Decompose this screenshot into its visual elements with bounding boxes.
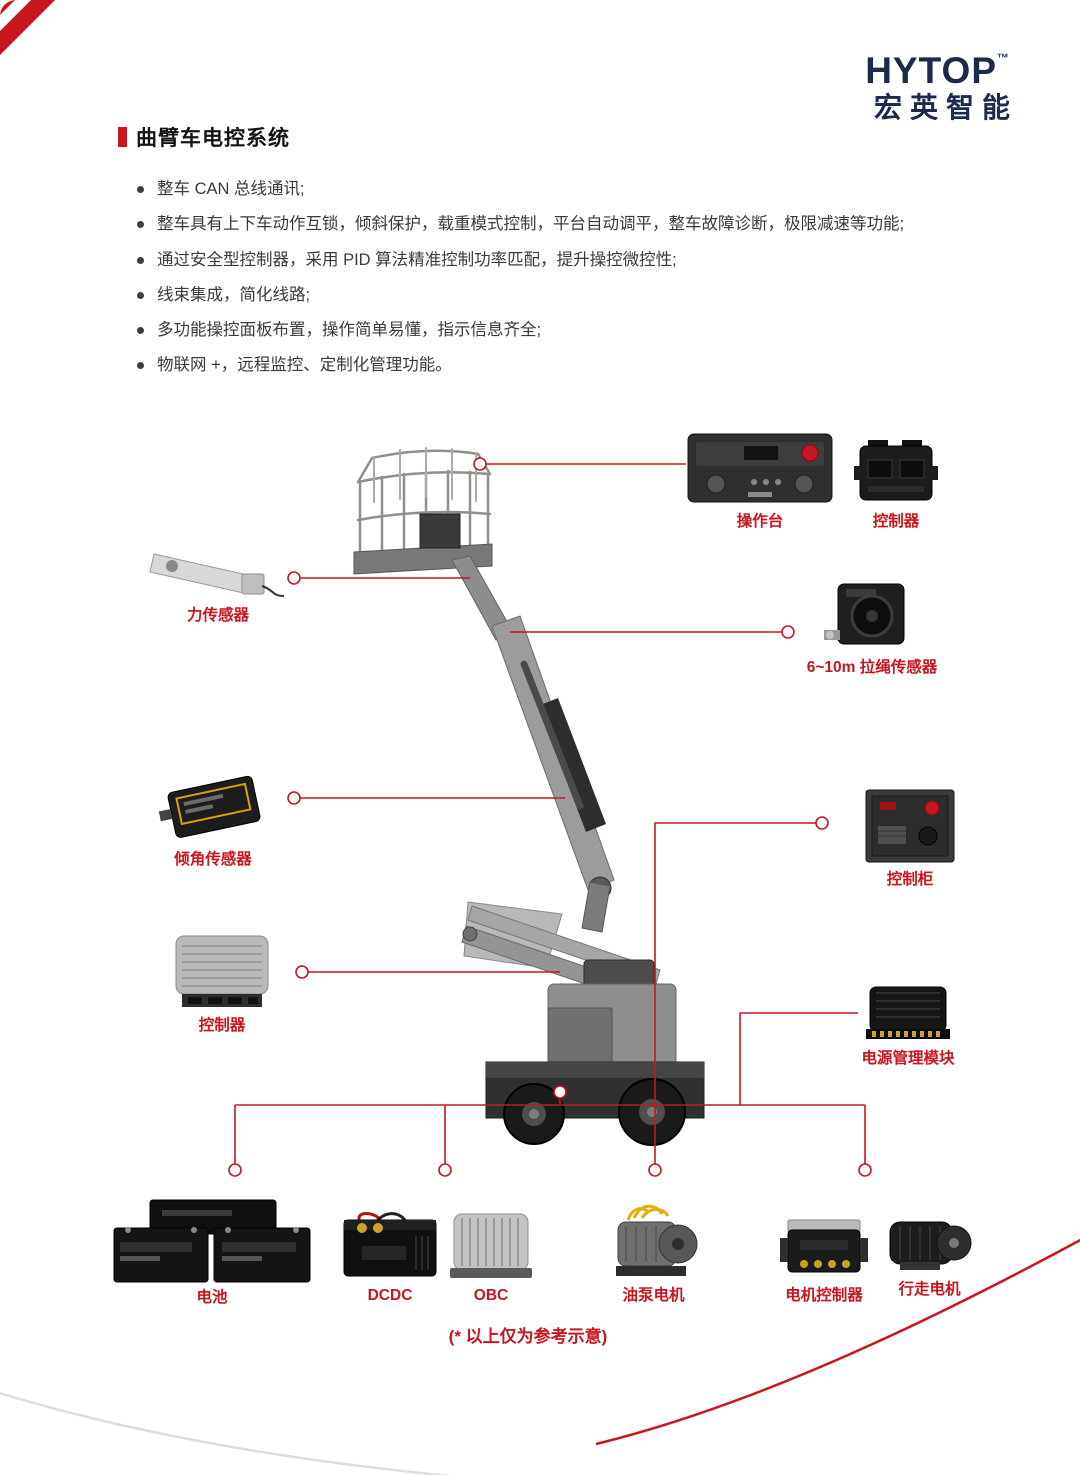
control-cabinet-label: 控制柜 — [886, 871, 934, 888]
feature-list: 整车 CAN 总线通讯; 整车具有上下车动作互锁，倾斜保护，载重模式控制，平台自… — [137, 178, 1017, 390]
draw-wire-sensor-image — [824, 583, 905, 645]
red-swoosh — [595, 1238, 1080, 1446]
corner-decoration-icon — [0, 0, 55, 55]
obc-image — [450, 1213, 532, 1278]
controller-top-label: 控制器 — [872, 513, 920, 530]
brand-name: HYTOP™ — [865, 50, 1010, 91]
bullet-dot-icon — [137, 186, 144, 193]
bullet-dot-icon — [137, 291, 144, 299]
travel-motor-label: 行走电机 — [898, 1281, 961, 1298]
obc-card: OBC — [446, 1206, 536, 1304]
brand-subtitle: 宏英智能 — [873, 92, 1018, 123]
bullet-dot-icon — [137, 221, 144, 229]
power-module-image — [866, 986, 950, 1039]
feature-item: 多功能操控面板布置，操作简单易懂，指示信息齐全; — [137, 319, 1017, 341]
obc-label: OBC — [473, 1287, 509, 1304]
bullet-dot-icon — [137, 256, 144, 264]
controller-left-label: 控制器 — [198, 1017, 246, 1034]
title-marker-icon — [118, 127, 127, 147]
trademark-symbol: ™ — [997, 51, 1010, 65]
footnote: (* 以上仅为参考示意) — [448, 1327, 608, 1346]
motor-controller-label: 电机控制器 — [785, 1287, 863, 1304]
control-cabinet-image — [865, 789, 955, 863]
feature-item: 物联网 +，远程监控、定制化管理功能。 — [137, 354, 1017, 376]
feature-item: 线束集成，简化线路; — [137, 284, 1017, 306]
travel-motor-image — [889, 1221, 972, 1270]
callout-lines — [234, 463, 866, 1164]
section-title: 曲臂车电控系统 — [118, 122, 290, 152]
console-card: 操作台 — [686, 428, 834, 530]
travel-motor-card: 行走电机 — [882, 1208, 977, 1298]
battery-card: 电池 — [112, 1198, 312, 1306]
force-sensor-image — [149, 553, 285, 597]
pump-motor-card: 油泵电机 — [606, 1198, 701, 1304]
console-label: 操作台 — [736, 513, 784, 530]
feature-item: 通过安全型控制器，采用 PID 算法精准控制功率匹配，提升操控微控性; — [137, 249, 1017, 271]
battery-label: 电池 — [196, 1289, 228, 1306]
tilt-sensor-card: 倾角传感器 — [158, 758, 268, 868]
force-sensor-card: 力传感器 — [148, 536, 288, 624]
bullet-dot-icon — [137, 362, 144, 370]
boom-lift-image — [353, 447, 705, 1146]
tilt-sensor-label: 倾角传感器 — [174, 851, 252, 868]
brand-logo: HYTOP™ 宏英智能 — [865, 52, 1010, 124]
control-cabinet-card: 控制柜 — [860, 786, 960, 888]
draw-wire-sensor-card: 6~10m 拉绳传感器 — [807, 580, 937, 676]
motor-controller-card: 电机控制器 — [778, 1212, 870, 1304]
feature-item: 整车具有上下车动作互锁，倾斜保护，载重模式控制，平台自动调平，整车故障诊断，极限… — [137, 213, 1017, 235]
controller-left-card: 控制器 — [168, 928, 276, 1034]
tilt-sensor-image — [158, 775, 261, 838]
pump-motor-label: 油泵电机 — [622, 1287, 685, 1304]
dcdc-card: DCDC — [336, 1206, 444, 1304]
power-module-label: 电源管理模块 — [861, 1050, 955, 1067]
console-image — [687, 433, 833, 503]
motor-controller-image — [780, 1219, 868, 1273]
feature-item: 整车 CAN 总线通讯; — [137, 178, 1017, 200]
bullet-dot-icon — [137, 327, 144, 335]
battery-image — [113, 1199, 311, 1283]
controller-top-image — [854, 440, 938, 501]
power-module-card: 电源管理模块 — [860, 981, 956, 1067]
force-sensor-label: 力传感器 — [186, 607, 249, 624]
gray-swoosh — [0, 1391, 453, 1475]
callout-nodes — [228, 457, 872, 1177]
controller-top-card: 控制器 — [854, 436, 938, 530]
pump-motor-image — [616, 1204, 698, 1276]
dcdc-label: DCDC — [367, 1287, 413, 1304]
controller-left-image — [175, 935, 269, 1007]
draw-wire-sensor-label: 6~10m 拉绳传感器 — [806, 659, 938, 676]
page-title: 曲臂车电控系统 — [136, 127, 290, 150]
dcdc-image — [343, 1212, 437, 1277]
